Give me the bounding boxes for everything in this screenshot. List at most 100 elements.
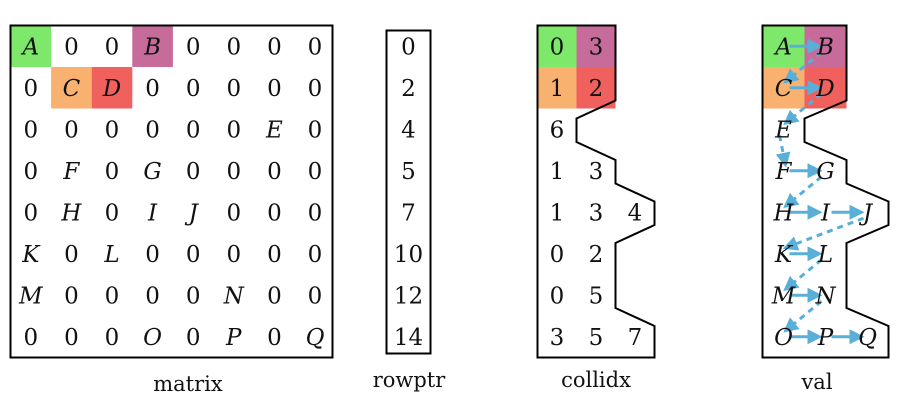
matrix-cell: 0 (186, 76, 201, 102)
row-wrap-arrow (783, 92, 823, 126)
collidx-entry: 3 (589, 159, 604, 185)
matrix-cell: B (143, 34, 161, 60)
val-entry: D (815, 76, 834, 102)
collidx-entry: 5 (589, 325, 604, 351)
collidx-entry: 7 (628, 325, 643, 351)
val-entry: M (771, 283, 797, 309)
collidx-entry: 1 (550, 159, 565, 185)
collidx-entry: 3 (589, 34, 604, 60)
collidx-entry: 2 (589, 76, 604, 102)
collidx-entry: 3 (589, 200, 604, 226)
matrix-cell: 0 (105, 34, 120, 60)
matrix-cell: 0 (23, 200, 38, 226)
matrix-cell: 0 (105, 117, 120, 143)
matrix-cell: 0 (186, 34, 201, 60)
val-entry: J (859, 200, 874, 226)
matrix-cell: 0 (105, 159, 120, 185)
matrix-cell: 0 (267, 34, 282, 60)
collidx-highlight-cell (576, 25, 616, 67)
matrix-cell: 0 (308, 242, 323, 268)
matrix-cell: 0 (226, 200, 241, 226)
collidx-entry: 4 (628, 200, 643, 226)
row-wrap-arrow (783, 175, 823, 209)
matrix-cell: K (21, 242, 41, 268)
collidx-highlight-cell (537, 67, 577, 109)
matrix-cell: A (20, 34, 39, 60)
matrix-cell: 0 (105, 200, 120, 226)
row-wrap-arrow (783, 258, 823, 292)
matrix-cell: 0 (226, 242, 241, 268)
matrix-cell: H (60, 200, 82, 226)
matrix-cell: 0 (23, 117, 38, 143)
matrix-cell: 0 (308, 200, 323, 226)
matrix-cell: 0 (267, 325, 282, 351)
matrix-cell: 0 (308, 283, 323, 309)
row-wrap-arrow (782, 216, 865, 251)
rowptr-entry: 7 (401, 200, 416, 226)
collidx-entry: 1 (550, 76, 565, 102)
matrix-caption: matrix (153, 372, 223, 396)
matrix-cell: C (63, 76, 81, 102)
matrix-cell: F (62, 159, 80, 185)
matrix-cell: 0 (267, 159, 282, 185)
collidx-entry: 2 (589, 242, 604, 268)
row-wrap-arrow (783, 51, 823, 84)
matrix-highlight-cell (10, 25, 52, 67)
matrix-cell: 0 (105, 325, 120, 351)
matrix-cell: 0 (64, 325, 79, 351)
collidx-entry: 0 (550, 34, 565, 60)
val-entry: A (773, 34, 792, 60)
rowptr-entry: 0 (401, 34, 416, 60)
matrix-cell: 0 (186, 242, 201, 268)
val-entry: F (775, 159, 793, 185)
collidx-caption: collidx (561, 368, 631, 392)
collidx-entry: 0 (550, 242, 565, 268)
matrix-cell: E (265, 117, 283, 143)
matrix-border (9, 24, 334, 359)
matrix-cell: 0 (145, 76, 160, 102)
matrix-cell: Q (306, 325, 325, 351)
rowptr-entry: 12 (394, 283, 423, 309)
collidx-entry: 6 (550, 117, 565, 143)
rowptr-caption: rowptr (373, 368, 447, 392)
matrix-cell: 0 (267, 200, 282, 226)
matrix-cell: 0 (145, 283, 160, 309)
matrix-cell: 0 (308, 34, 323, 60)
matrix-highlight-cell (91, 67, 133, 109)
matrix-cell: 0 (186, 159, 201, 185)
val-entry: N (814, 283, 836, 309)
val-entry: B (816, 34, 834, 60)
row-wrap-arrow (775, 134, 791, 168)
matrix-cell: 0 (308, 159, 323, 185)
rowptr-entry: 2 (401, 76, 416, 102)
collidx-outline (536, 24, 656, 359)
row-wrap-arrow (783, 300, 823, 333)
val-entry: O (774, 325, 793, 351)
matrix-highlight-cell (51, 67, 92, 109)
matrix-cell: J (185, 200, 200, 226)
matrix-cell: L (103, 242, 119, 268)
val-entry: H (772, 200, 794, 226)
val-entry: G (816, 159, 834, 185)
traversal-arrows (775, 38, 865, 345)
matrix-cell: 0 (308, 117, 323, 143)
matrix-cell: 0 (267, 242, 282, 268)
matrix-cell: N (223, 283, 245, 309)
matrix-cell: 0 (23, 159, 38, 185)
collidx-highlight-cell (576, 67, 616, 109)
val-outline (761, 24, 890, 359)
matrix-cell: 0 (186, 325, 201, 351)
matrix-cell: 0 (226, 159, 241, 185)
rowptr-entry: 14 (394, 325, 423, 351)
matrix-cell: I (147, 200, 158, 226)
collidx-entry: 0 (550, 283, 565, 309)
val-entry: P (817, 325, 834, 351)
collidx-entry: 5 (589, 283, 604, 309)
matrix-cell: P (225, 325, 242, 351)
matrix-cell: 0 (226, 76, 241, 102)
matrix-cell: 0 (145, 117, 160, 143)
collidx-entry: 1 (550, 200, 565, 226)
